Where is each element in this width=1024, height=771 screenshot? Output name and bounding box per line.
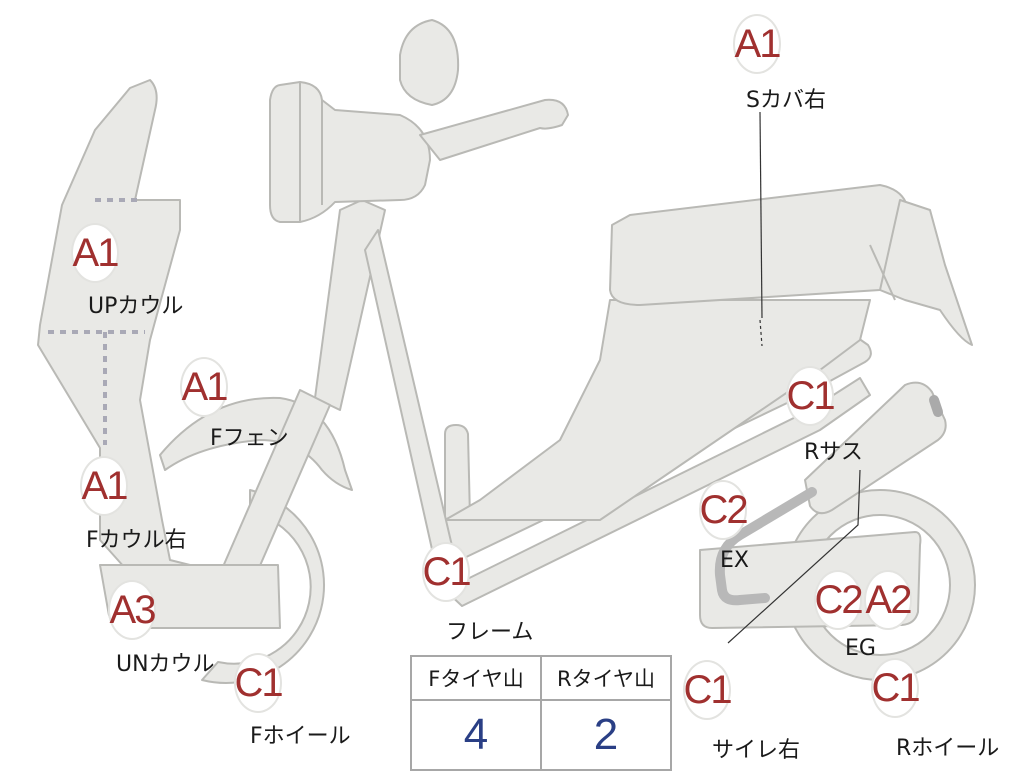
tire-tread-table: Fタイヤ山 Rタイヤ山 4 2 [410, 655, 672, 771]
grade-badge-f-fender: A1 [182, 359, 228, 415]
part-label-f-wheel: Fホイール [250, 724, 351, 749]
down-tube-shape [364, 229, 461, 586]
front-tire-tread-value: 4 [410, 699, 542, 771]
part-label-un-cowl: UNカウル [116, 652, 215, 677]
mirror-shape [399, 19, 460, 106]
grade-badge-un-cowl: A3 [110, 582, 156, 638]
rear-cowl-shape [879, 199, 973, 346]
part-label-engine: EG [845, 636, 876, 661]
grade-badge-exhaust: C2 [699, 482, 749, 538]
exhaust-pipe-shape [714, 487, 817, 606]
rear-suspension-shape [804, 381, 947, 515]
rear-tire-tread-value: 2 [540, 699, 672, 771]
grade-badge-engine-second: A2 [866, 572, 912, 628]
table-header-row: Fタイヤ山 Rタイヤ山 [410, 655, 672, 701]
grade-badge-silencer-right: C1 [683, 662, 733, 718]
grade-badge-f-cowl-right: A1 [82, 458, 128, 514]
grade-badge-r-wheel: C1 [871, 660, 921, 716]
part-label-f-fender: Fフェン [210, 426, 289, 451]
part-label-f-cowl-right: Fカウル右 [86, 528, 187, 553]
part-label-exhaust: EX [720, 548, 749, 573]
part-label-s-cover-right: Sカバ右 [746, 88, 826, 113]
rear-tire-tread-header: Rタイヤ山 [540, 655, 672, 701]
part-label-silencer-right: サイレ右 [712, 738, 801, 763]
steering-column-shape [314, 199, 386, 411]
part-label-up-cowl: UPカウル [88, 294, 184, 319]
grade-badge-f-wheel: C1 [234, 655, 284, 711]
part-label-frame: フレーム [446, 620, 534, 645]
grade-badge-up-cowl: A1 [73, 225, 119, 281]
seat-shape [609, 184, 911, 306]
part-label-r-wheel: Rホイール [896, 736, 1000, 761]
handlebar-shape [419, 98, 569, 161]
grade-badge-engine: C2 [814, 572, 864, 628]
engine-shape [699, 531, 922, 629]
headlight-shape [269, 81, 431, 223]
grade-badge-frame: C1 [422, 544, 472, 600]
floor-body-shape [444, 299, 871, 521]
front-cowl-shape [37, 79, 191, 569]
table-value-row: 4 2 [410, 699, 672, 771]
part-label-r-suspension: Rサス [804, 440, 863, 465]
grade-badge-s-cover-right: A1 [735, 16, 781, 72]
front-tire-tread-header: Fタイヤ山 [410, 655, 542, 701]
front-wheel-shape [201, 489, 325, 684]
grade-badge-r-suspension: C1 [786, 368, 836, 424]
